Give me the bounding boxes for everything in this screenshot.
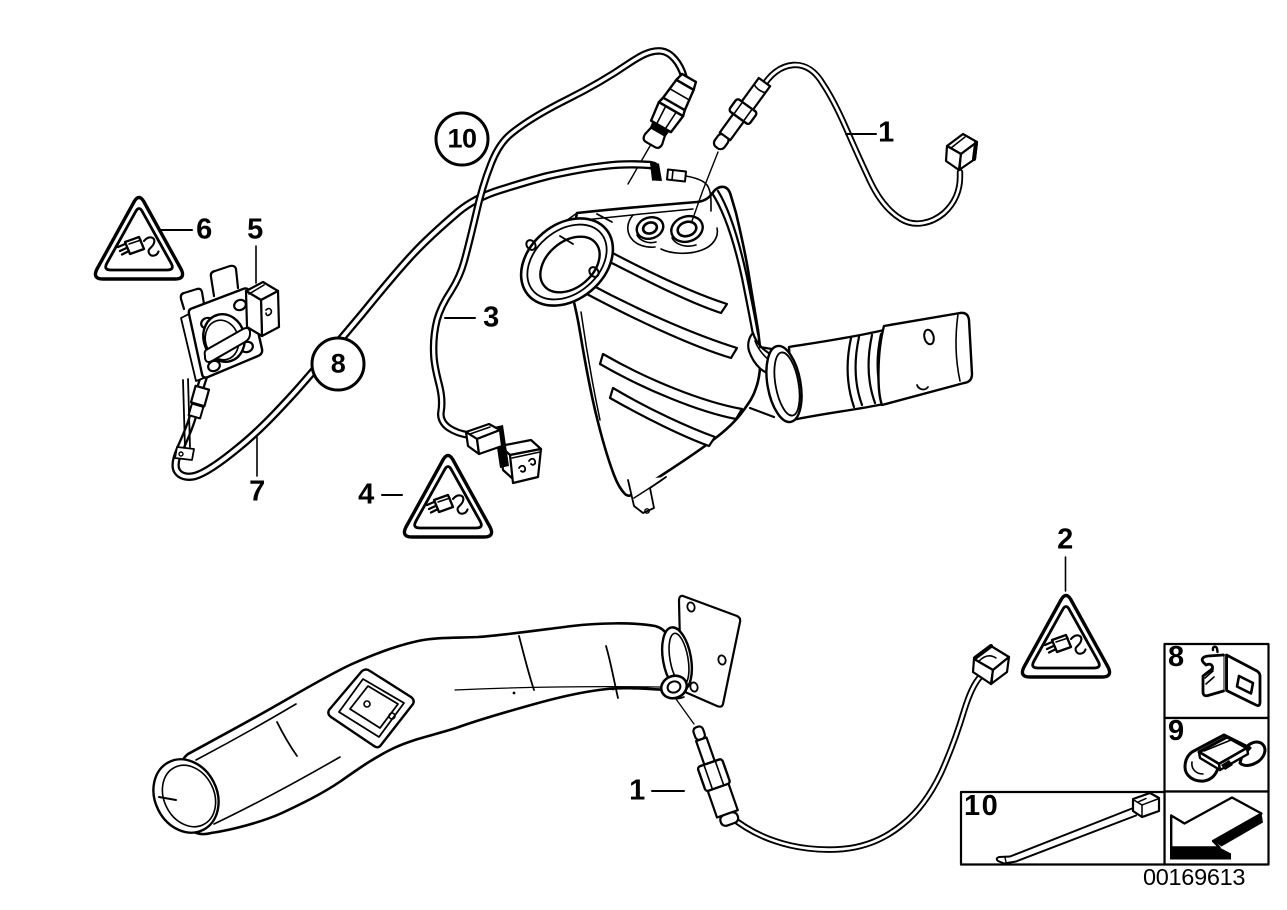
outlet-pipe-end <box>877 311 974 407</box>
temp-sensor-bottom-cable <box>726 672 985 853</box>
sensor-boss-right <box>670 214 704 247</box>
callout-7[interactable]: 7 <box>249 475 265 508</box>
lambda-sensor <box>642 72 698 149</box>
callout-1-top[interactable]: 1 <box>878 116 894 149</box>
temp-sensor-top <box>712 76 772 151</box>
legend-cell-10[interactable] <box>959 790 1166 866</box>
temp-sensor-top-cable <box>758 61 964 227</box>
cable-tie-icon <box>995 791 1161 865</box>
holder-bracket-icon <box>1200 645 1262 707</box>
temp-sensor-top-connector <box>944 132 979 172</box>
document-number: 00169613 <box>1143 864 1246 890</box>
lambda-probe-cable <box>429 47 688 439</box>
callout-10-label: 10 <box>447 123 477 154</box>
legend-item-10-label[interactable]: 10 <box>964 790 1000 822</box>
callout-8-label: 8 <box>330 348 346 379</box>
callout-2[interactable]: 2 <box>1057 523 1073 556</box>
exhaust-front-pipe <box>152 594 742 836</box>
hose-end-cap <box>650 163 662 181</box>
hose-union <box>187 384 211 420</box>
temp-sensor-mount-line <box>691 151 719 222</box>
plug-icon <box>1043 633 1087 655</box>
cable-connector-plug <box>464 422 543 485</box>
continue-arrow-icon <box>1170 796 1263 860</box>
exhaust-pressure-sensor <box>174 264 281 461</box>
pressure-hose <box>171 160 712 481</box>
callout-1-bottom[interactable]: 1 <box>629 774 645 807</box>
temp-sensor-bottom <box>692 725 740 827</box>
sensor-boss-left <box>635 215 665 244</box>
callout-4[interactable]: 4 <box>358 478 374 511</box>
callout-3[interactable]: 3 <box>483 301 499 334</box>
callout-6[interactable]: 6 <box>196 213 212 246</box>
warning-triangle-6 <box>93 195 185 281</box>
legend-item-9-label[interactable]: 9 <box>1168 715 1185 747</box>
plug-icon <box>116 235 160 257</box>
cable-clip-icon <box>1183 733 1267 783</box>
callout-leaders <box>160 133 1067 792</box>
callout-8-mid[interactable]: 8 <box>310 336 366 392</box>
warning-triangle-4 <box>402 453 494 539</box>
temp-sensor-bottom-connector <box>971 644 1011 686</box>
plug-icon <box>425 493 469 515</box>
hose-stub <box>666 168 712 212</box>
warning-triangle-2 <box>1020 593 1112 679</box>
dpf-catalytic-converter <box>551 185 974 514</box>
legend-item-8-label[interactable]: 8 <box>1168 641 1185 673</box>
inlet-flange <box>519 213 615 307</box>
callout-5[interactable]: 5 <box>247 213 263 246</box>
callout-10-top[interactable]: 10 <box>434 111 490 167</box>
